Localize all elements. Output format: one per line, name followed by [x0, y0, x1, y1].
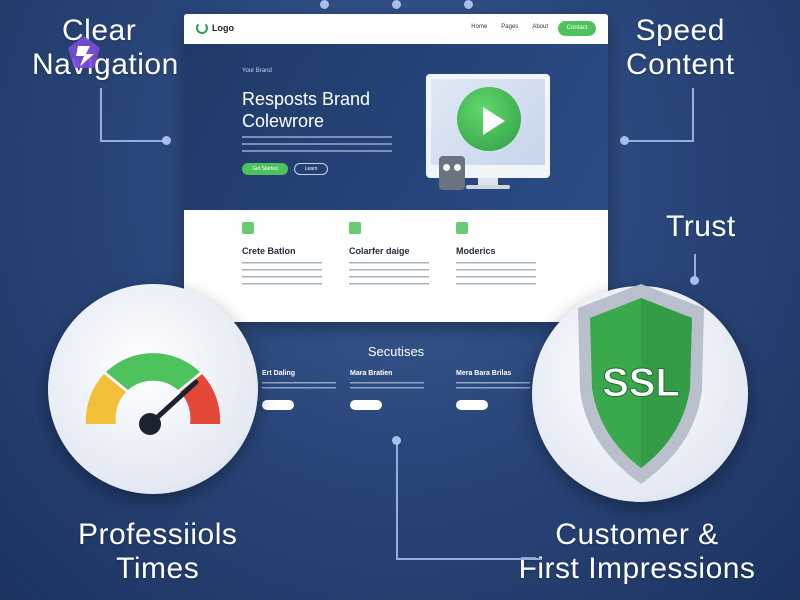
nav-link[interactable]: Home	[471, 24, 488, 30]
services-column-text	[456, 382, 530, 392]
tree-icon	[349, 222, 361, 234]
feature-card: Moderics	[456, 222, 552, 286]
plant-icon	[456, 222, 468, 234]
label-line: Navigation	[32, 48, 179, 81]
connector-dot	[392, 436, 401, 445]
services-column-text	[350, 382, 424, 392]
logo-badge-icon	[68, 36, 100, 68]
robot-eye	[443, 164, 450, 171]
hero-eyebrow: Your Brand	[242, 68, 272, 74]
nav-link[interactable]: About	[532, 24, 548, 30]
label-line: Times	[116, 552, 200, 585]
label-line: Speed	[635, 14, 725, 47]
connector-top-right	[626, 88, 694, 142]
services-column: Mara Bratien	[350, 370, 424, 410]
services-column: Mera Bara Brilas	[456, 370, 530, 410]
feature-text	[456, 262, 536, 286]
feature-card: Crete Batlon	[242, 222, 338, 286]
services-column-button[interactable]	[350, 400, 382, 410]
nav-link[interactable]: Pages	[501, 24, 519, 30]
monitor-stand	[478, 178, 498, 186]
label-professionals-times: Professiiols Times	[78, 518, 237, 586]
services-column-title: Mara Bratien	[350, 370, 393, 377]
features-section: Crete Batlon Colarfer daige Moderics	[184, 210, 608, 322]
label-line: Customer &	[555, 518, 719, 551]
services-column-title: Ert Daling	[262, 370, 296, 377]
services-column-button[interactable]	[456, 400, 488, 410]
gauge-circle	[48, 284, 258, 494]
feature-text	[349, 262, 429, 286]
feature-text	[242, 262, 322, 286]
hero-section: Your Brand Resposts Brand Colewrore Get …	[184, 44, 608, 210]
hero-secondary-button[interactable]: Learn	[294, 163, 328, 175]
ssl-shield-icon: SSL	[578, 284, 704, 484]
connector-right-mid	[694, 254, 698, 282]
label-line: Professiiols	[78, 518, 238, 551]
growth-icon	[242, 222, 254, 234]
site-logo[interactable]: Logo	[196, 22, 234, 34]
website-mockup: Logo Home Pages About Contact Your Brand…	[184, 14, 608, 322]
robot-eye	[454, 164, 461, 171]
services-column-button[interactable]	[262, 400, 294, 410]
feature-title: Moderics	[456, 246, 496, 256]
connector-dot	[690, 276, 699, 285]
nav-cta-button[interactable]: Contact	[558, 21, 596, 36]
feature-title: Colarfer daige	[349, 246, 410, 256]
services-column-text	[262, 382, 336, 392]
feature-card: Colarfer daige	[349, 222, 445, 286]
hero-primary-button[interactable]: Get Started	[242, 163, 288, 175]
connector-dot	[162, 136, 171, 145]
play-icon	[483, 107, 505, 135]
services-title: Secutises	[367, 344, 425, 359]
services-panel: Secutises Ert Daling Mara Bratien Mera B…	[184, 322, 608, 426]
monitor-base	[466, 185, 510, 189]
logo-icon	[196, 22, 208, 34]
robot-icon	[439, 156, 465, 190]
connector-top-left	[100, 88, 168, 142]
connector-bottom	[396, 440, 542, 560]
connector-dot	[320, 0, 329, 9]
label-line: Clear	[62, 14, 137, 47]
label-customer-first-impressions: Customer & First Impressions	[512, 518, 762, 586]
nav-links: Home Pages About	[471, 24, 548, 30]
label-line: Content	[626, 48, 735, 81]
services-column-title: Mera Bara Brilas	[456, 370, 512, 377]
label-line: First Impressions	[518, 552, 756, 585]
hero-title: Resposts Brand Colewrore	[242, 89, 371, 131]
label-clear-navigation: Clear Navigation	[32, 14, 179, 82]
label-trust: Trust	[666, 210, 736, 243]
monitor-illustration	[426, 74, 550, 178]
connector-dot	[392, 0, 401, 9]
site-nav-bar: Logo Home Pages About Contact	[184, 14, 608, 44]
connector-dot	[464, 0, 473, 9]
services-column: Ert Daling	[262, 370, 336, 410]
feature-title: Crete Batlon	[242, 246, 296, 256]
ssl-text: SSL	[602, 361, 680, 405]
hero-body-text	[242, 136, 392, 154]
speedometer-icon	[85, 353, 221, 435]
site-logo-text: Logo	[212, 23, 234, 33]
monitor-screen	[431, 79, 545, 165]
connector-dot	[620, 136, 629, 145]
label-speed-content: Speed Content	[626, 14, 735, 82]
